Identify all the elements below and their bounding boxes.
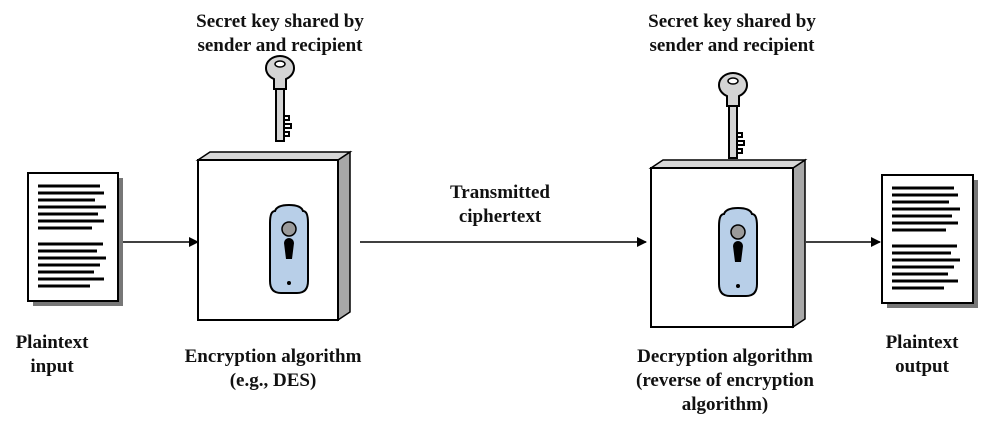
plaintext-input-document-icon: [27, 172, 123, 306]
secret-key-right-icon: [717, 72, 749, 159]
ciphertext-label: Transmitted ciphertext: [420, 181, 580, 229]
plaintext-input-line-1: Plaintext: [15, 332, 89, 353]
secret-key-right-line-1: Secret key shared by: [648, 11, 816, 32]
encryption-line-1: Encryption algorithm: [184, 346, 362, 367]
encryption-algorithm-label: Encryption algorithm (e.g., DES): [158, 345, 388, 393]
decryption-line-2: (reverse of encryption: [636, 370, 814, 391]
plaintext-output-document-icon: [881, 174, 978, 308]
decryption-line-3: algorithm): [681, 394, 769, 415]
secret-key-left-icon: [264, 55, 296, 142]
secret-key-right-line-2: sender and recipient: [649, 35, 815, 56]
decryption-keyhole-icon: [718, 206, 758, 297]
ciphertext-line-2: ciphertext: [458, 206, 542, 227]
encryption-keyhole-icon: [269, 203, 309, 294]
plaintext-output-line-2: output: [895, 356, 949, 377]
encryption-line-2: (e.g., DES): [229, 370, 317, 391]
secret-key-left-line-1: Secret key shared by: [196, 11, 364, 32]
decryption-algorithm-box: [648, 158, 808, 329]
secret-key-left-label: Secret key shared by sender and recipien…: [167, 10, 393, 58]
plaintext-output-line-1: Plaintext: [885, 332, 959, 353]
plaintext-input-line-2: input: [30, 356, 74, 377]
ciphertext-line-1: Transmitted: [450, 182, 550, 203]
decryption-line-1: Decryption algorithm: [637, 346, 813, 367]
encryption-algorithm-box: [195, 150, 353, 322]
plaintext-output-label: Plaintext output: [872, 331, 972, 379]
secret-key-right-label: Secret key shared by sender and recipien…: [619, 10, 845, 58]
decryption-algorithm-label: Decryption algorithm (reverse of encrypt…: [605, 345, 845, 417]
secret-key-left-line-2: sender and recipient: [197, 35, 363, 56]
plaintext-input-label: Plaintext input: [2, 331, 102, 379]
